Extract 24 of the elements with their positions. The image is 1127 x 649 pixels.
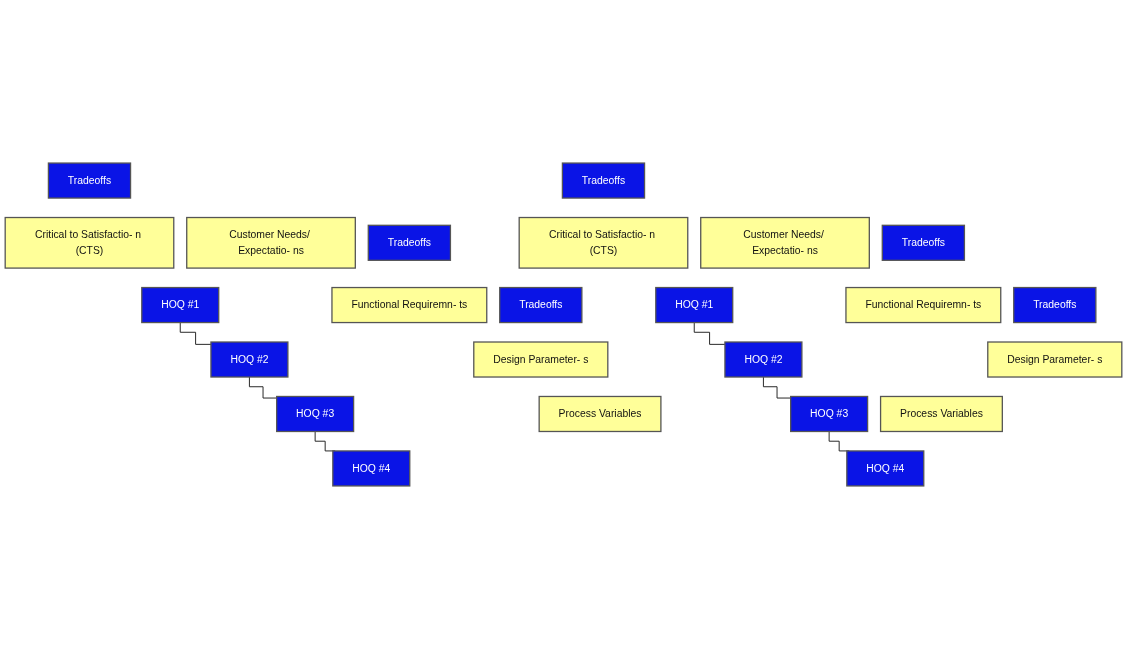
node-box: HOQ #2 <box>210 341 289 378</box>
node-box: HOQ #2 <box>724 341 803 378</box>
node-box: Process Variables <box>538 395 662 433</box>
node-box: Process Variables <box>879 395 1003 433</box>
node-box: Tradeoffs <box>561 162 646 199</box>
node-box: HOQ #1 <box>655 286 734 324</box>
node-box: Tradeoffs <box>47 162 132 199</box>
node-box: Design Parameter- s <box>473 341 609 378</box>
node-box: Tradeoffs <box>367 224 452 261</box>
node-box: HOQ #4 <box>332 450 411 487</box>
node-box: Tradeoffs <box>1013 286 1097 324</box>
node-box: HOQ #3 <box>790 395 869 433</box>
node-box: Customer Needs/ Expectatio- ns <box>700 216 870 269</box>
node-box: Customer Needs/ Expectatio- ns <box>186 216 356 269</box>
node-box: Design Parameter- s <box>987 341 1123 378</box>
node-box: Critical to Satisfactio- n (CTS) <box>4 216 175 269</box>
node-box: Functional Requiremn- ts <box>845 286 1002 324</box>
node-box: HOQ #4 <box>846 450 925 487</box>
node-box: HOQ #1 <box>141 286 220 324</box>
node-box: Tradeoffs <box>499 286 583 324</box>
node-box: Critical to Satisfactio- n (CTS) <box>518 216 689 269</box>
node-box: Tradeoffs <box>881 224 966 261</box>
node-box: HOQ #3 <box>276 395 355 433</box>
node-box: Functional Requiremn- ts <box>331 286 488 324</box>
